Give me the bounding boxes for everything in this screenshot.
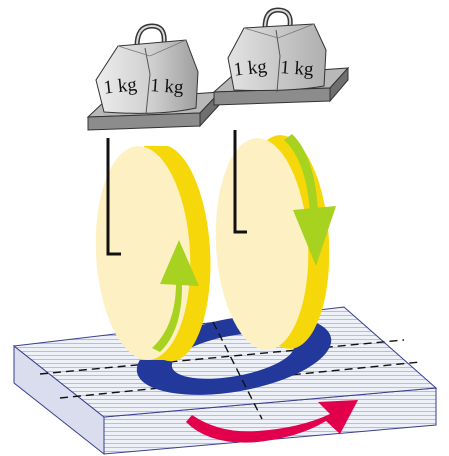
left-weight-label-left: 1 kg [103, 74, 139, 98]
right-weight-label-right: 1 kg [280, 57, 315, 80]
left-weight-label-right: 1 kg [150, 75, 185, 98]
left-weight-assembly: 1 kg 1 kg [88, 26, 220, 130]
right-weight-label-left: 1 kg [233, 56, 269, 80]
right-weight-assembly: 1 kg 1 kg [214, 10, 348, 105]
